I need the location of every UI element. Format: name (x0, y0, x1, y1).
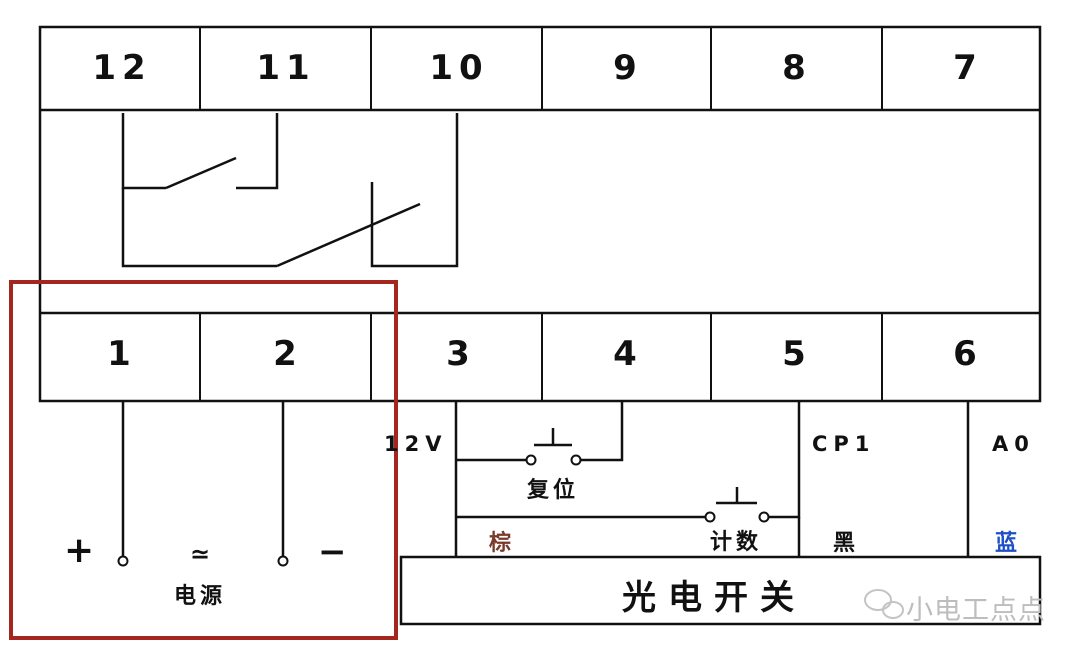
relay-body (38, 25, 1042, 403)
terminal-6-label: 6 (953, 334, 983, 374)
terminal-4-label: 4 (613, 334, 643, 374)
power-label: 电源 (174, 584, 227, 609)
reset-label: 复位 (527, 478, 580, 503)
photoelectric-switch-label: 光电开关 (622, 578, 806, 618)
a0-label: A0 (992, 432, 1035, 456)
terminal-3-label: 3 (446, 334, 476, 374)
count-button-symbol (716, 487, 757, 505)
power-highlight-box (9, 280, 398, 640)
terminal-11-label: 11 (256, 48, 316, 88)
power-wires (121, 401, 285, 556)
wechat-icon (864, 589, 904, 619)
reset-button-symbol (534, 428, 572, 447)
terminal-5-label: 5 (782, 334, 812, 374)
blue-wire-label: 蓝 (995, 531, 1022, 556)
terminal-7-label: 7 (953, 48, 983, 88)
terminal-9-label: 9 (613, 48, 643, 88)
count-label: 计数 (710, 530, 763, 555)
black-wire-label: 黑 (833, 531, 860, 556)
cp1-label: CP1 (812, 432, 876, 456)
power-minus-sign: − (318, 532, 347, 572)
brown-wire-label: 棕 (489, 531, 516, 556)
terminal-12-label: 12 (92, 48, 152, 88)
voltage-12v-label: 12V (384, 432, 448, 456)
photoelectric-switch-box (399, 555, 1042, 626)
power-plus-sign: + (64, 530, 95, 571)
terminal-1-label: 1 (107, 334, 137, 374)
power-plus-terminal-dot (117, 555, 129, 567)
terminal-10-label: 10 (429, 48, 489, 88)
relay-contacts (121, 113, 459, 268)
sensor-wires (454, 401, 970, 556)
terminal-8-label: 8 (782, 48, 812, 88)
power-minus-terminal-dot (277, 555, 289, 567)
watermark-text: 小电工点点 (906, 595, 1046, 626)
terminal-2-label: 2 (273, 334, 303, 374)
power-acdc-symbol: ≃ (190, 540, 211, 568)
